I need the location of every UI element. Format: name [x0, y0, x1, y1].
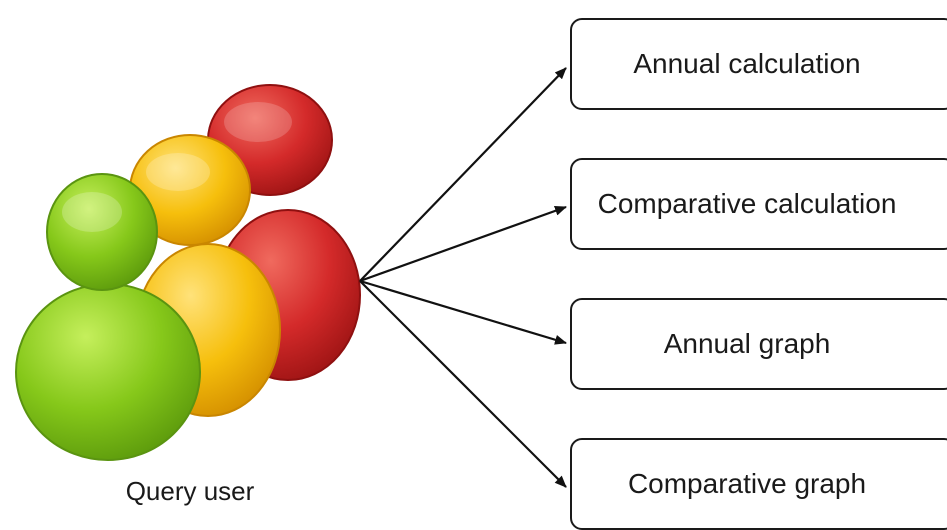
arrow-to-comparative-graph: [359, 280, 567, 488]
arrow-to-annual-calculation: [359, 67, 567, 282]
users-group-icon: [15, 84, 361, 461]
target-label: Comparative calculation: [597, 188, 897, 219]
target-box-comparative-graph[interactable]: Comparative graph: [570, 438, 947, 530]
target-label: Annual graph: [663, 328, 831, 359]
connector-arrows: [359, 67, 567, 488]
target-box-comparative-calculation[interactable]: Comparative calculation: [570, 158, 947, 250]
green-person-icon: [15, 173, 201, 461]
arrow-to-comparative-calculation: [359, 205, 567, 283]
target-box-annual-graph[interactable]: Annual graph: [570, 298, 947, 390]
actor-label: Query user: [125, 476, 255, 506]
arrow-to-annual-graph: [359, 279, 567, 345]
target-box-annual-calculation[interactable]: Annual calculation: [570, 18, 947, 110]
target-label: Annual calculation: [633, 48, 861, 79]
target-label: Comparative graph: [627, 468, 867, 499]
